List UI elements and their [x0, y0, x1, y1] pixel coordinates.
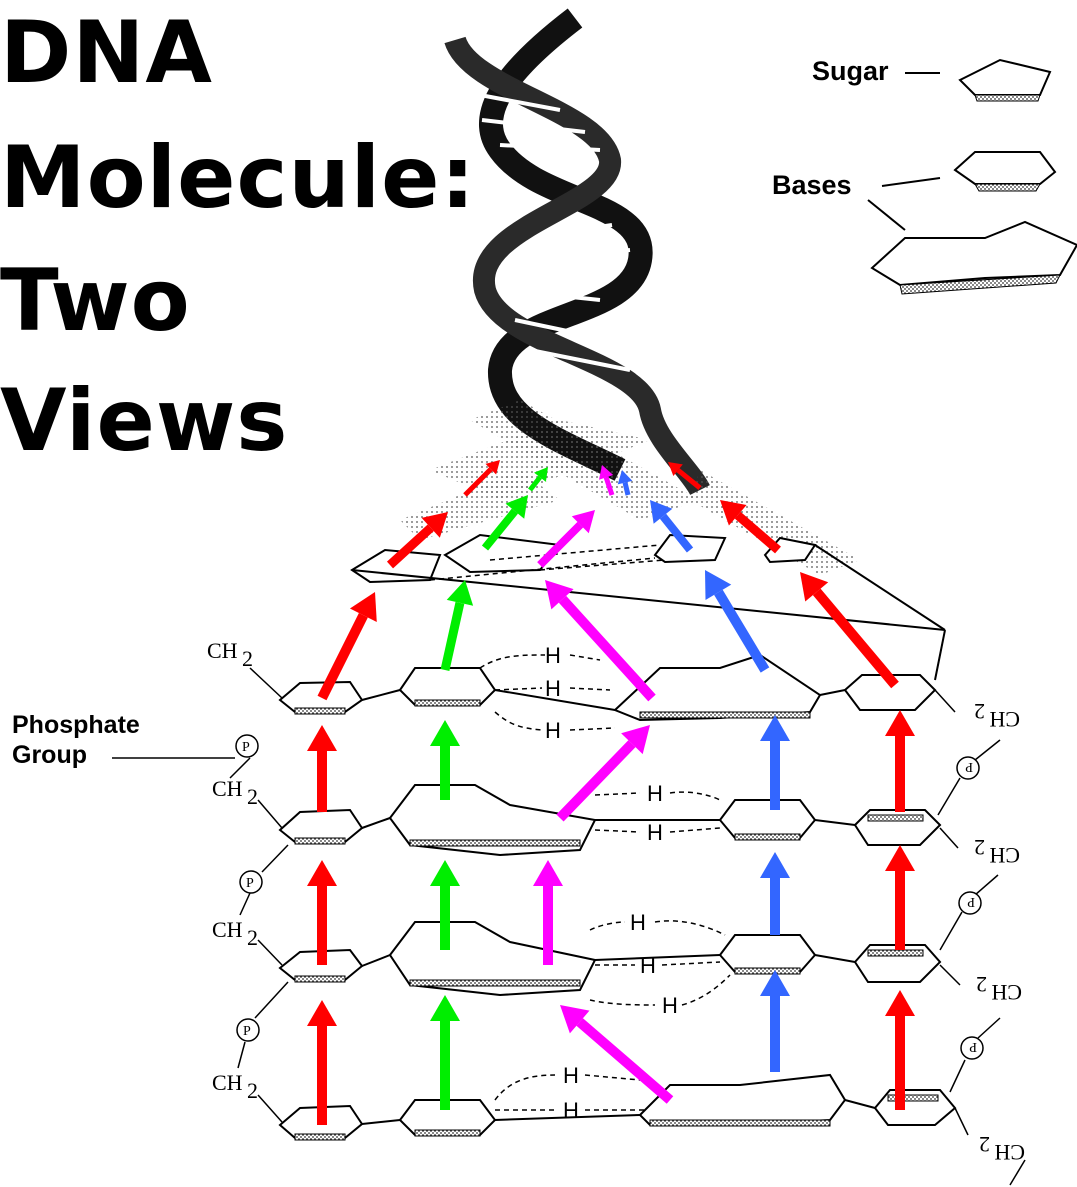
svg-text:P: P [242, 740, 250, 755]
adenine-arrow [317, 592, 377, 701]
adenine-arrow [720, 500, 781, 554]
guanine-arrow [481, 495, 528, 551]
guanine-arrow [430, 995, 460, 1110]
svg-text:2: 2 [974, 699, 985, 724]
cytosine-arrow [533, 860, 563, 965]
legend-bases-label: Bases [772, 170, 852, 200]
hydrogen-label: H [640, 953, 656, 978]
title-line-1: DNA [0, 3, 213, 103]
left-phosphate-circles: P P P [235, 734, 263, 1042]
phosphate-circle [960, 1036, 984, 1060]
phosphate-circle [956, 756, 980, 780]
hydrogen-bonds: H H H H H H H H H H [429, 544, 731, 1123]
svg-text:2: 2 [247, 784, 258, 809]
svg-text:P: P [967, 894, 975, 909]
cytosine-arrow [598, 465, 615, 496]
adenine-arrow [307, 725, 337, 812]
left-ch2-labels: CH 2 CH 2 CH 2 CH 2 [207, 638, 258, 1103]
svg-text:2: 2 [247, 925, 258, 950]
double-helix [400, 8, 860, 575]
svg-text:P: P [969, 1039, 977, 1054]
adenine-arrow [307, 1000, 337, 1125]
cytosine-arrow [537, 510, 595, 568]
left-backbone [112, 667, 289, 1123]
ch2-label: CH [212, 917, 243, 942]
right-phosphate-circles: P P P [956, 756, 984, 1060]
phosphate-label-line-2: Group [12, 741, 87, 769]
base-purine-icon [867, 199, 1077, 295]
guanine-arrow [528, 467, 548, 492]
ch2-label: CH [207, 638, 238, 663]
ch2-label: CH [989, 843, 1020, 868]
guanine-arrow [430, 860, 460, 950]
title-line-4: Views [0, 371, 289, 471]
thymine-arrow [617, 470, 633, 496]
phosphate-group-label: Phosphate Group [12, 710, 140, 770]
hydrogen-label: H [545, 643, 561, 668]
ch2-label: CH [212, 1070, 243, 1095]
phosphate-circle [235, 734, 259, 758]
thymine-arrow [760, 715, 790, 810]
adenine-arrow [386, 512, 448, 569]
svg-text:P: P [965, 759, 973, 774]
cytosine-arrow [545, 580, 656, 702]
adenine-arrow [885, 710, 915, 812]
adenine-arrow [463, 460, 500, 497]
cytosine-arrow [560, 1005, 674, 1104]
svg-text:2: 2 [974, 835, 985, 860]
thymine-arrow [760, 970, 790, 1072]
arrows [307, 460, 915, 1125]
svg-text:2: 2 [976, 972, 987, 997]
svg-text:P: P [243, 1024, 251, 1039]
adenine-arrow [800, 572, 899, 689]
legend-sugar-label: Sugar [812, 56, 889, 86]
phosphate-circle [236, 1018, 260, 1042]
ch2-label: CH [991, 980, 1022, 1005]
adenine-arrow [885, 990, 915, 1110]
sugar-icon [905, 58, 1052, 102]
right-backbone [934, 689, 1026, 1186]
right-ch2-labels: CH2 CH2 CH2 CH2 [974, 699, 1025, 1165]
thymine-arrow [650, 500, 694, 553]
adenine-arrow [668, 462, 702, 490]
ch2-label: CH [989, 707, 1020, 732]
guanine-arrow [430, 720, 460, 800]
title-line-2: Molecule: [0, 128, 476, 228]
base-pyrimidine-icon [881, 151, 1057, 192]
ch2-label: CH [212, 776, 243, 801]
title-line-3: Two [0, 251, 191, 351]
hydrogen-label: H [545, 676, 561, 701]
hydrogen-label: H [630, 910, 646, 935]
hydrogen-label: H [647, 820, 663, 845]
phosphate-label-line-1: Phosphate [12, 711, 140, 739]
ladder-shading [294, 699, 939, 1141]
hydrogen-label: H [563, 1063, 579, 1088]
ch2-label: CH [994, 1140, 1025, 1165]
svg-text:2: 2 [979, 1132, 990, 1157]
svg-text:P: P [246, 876, 254, 891]
hydrogen-label: H [647, 781, 663, 806]
svg-text:2: 2 [247, 1078, 258, 1103]
phosphate-circle [239, 870, 263, 894]
hydrogen-label: H [563, 1098, 579, 1123]
adenine-arrow [885, 845, 915, 950]
cytosine-arrow [556, 725, 650, 822]
guanine-arrow [440, 580, 474, 671]
adenine-arrow [307, 860, 337, 965]
hydrogen-label: H [545, 718, 561, 743]
thymine-arrow [705, 570, 770, 673]
thymine-arrow [760, 852, 790, 935]
hydrogen-label: H [662, 993, 678, 1018]
ladder [278, 533, 957, 1139]
phosphate-circle [958, 891, 982, 915]
svg-text:2: 2 [242, 646, 253, 671]
